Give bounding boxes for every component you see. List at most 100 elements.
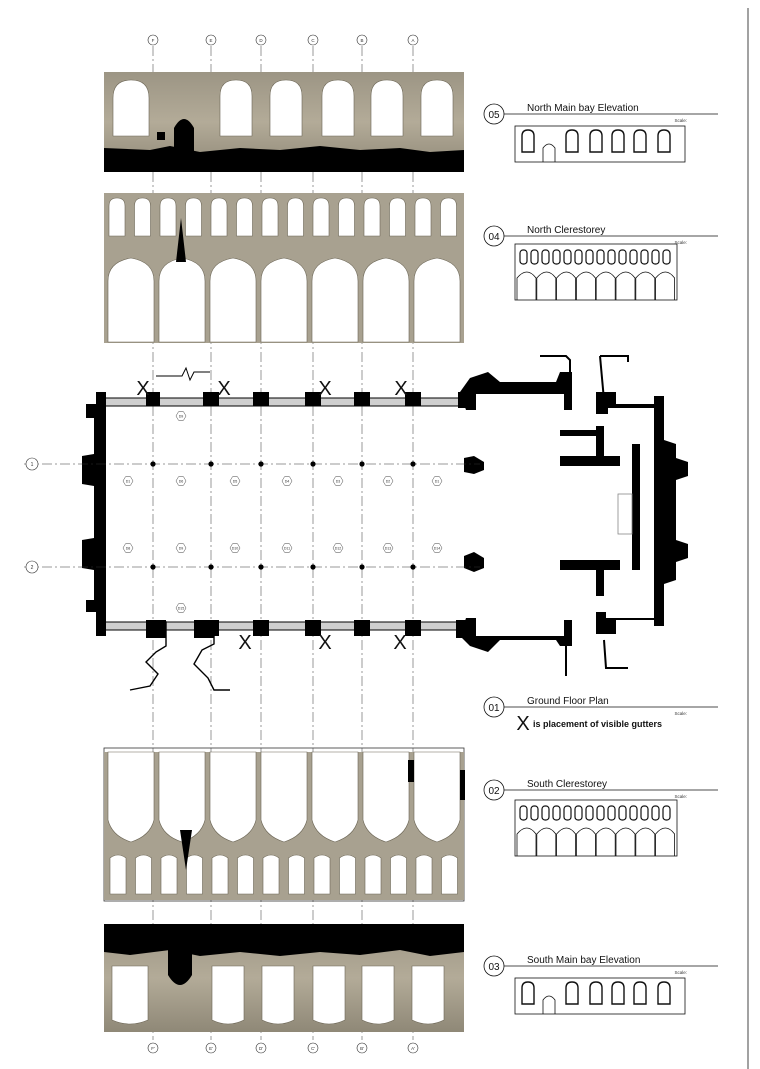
grid-letter: A' bbox=[411, 1046, 415, 1051]
clerestory-window bbox=[339, 854, 356, 895]
bay-tag-label: D8 bbox=[126, 547, 131, 551]
arched-window bbox=[211, 965, 245, 1025]
clerestory-window bbox=[389, 197, 406, 237]
thumb-arch bbox=[536, 271, 557, 300]
clerestory-window bbox=[160, 854, 178, 895]
thumb-window bbox=[552, 249, 561, 265]
pier-south bbox=[405, 620, 421, 636]
clerestory-window bbox=[109, 854, 127, 895]
gutter-legend-mark: X bbox=[516, 713, 529, 735]
thumb-arch bbox=[576, 271, 596, 300]
thumb-window bbox=[633, 981, 647, 1005]
thumb-window bbox=[530, 805, 539, 821]
bay-tag: D9 bbox=[175, 543, 187, 553]
bay-tag: D4 bbox=[281, 476, 293, 486]
grid-bubble-bottom: A' bbox=[407, 1042, 419, 1054]
bay-tag: D14 bbox=[431, 543, 443, 553]
gutter-mark: X bbox=[217, 378, 230, 400]
thumb-window bbox=[565, 981, 579, 1005]
north-main-bay-elevation-photo bbox=[104, 72, 464, 172]
thumb-window bbox=[596, 249, 605, 265]
grid-letter: D' bbox=[259, 1046, 263, 1051]
clerestory-window bbox=[237, 854, 254, 895]
thumb-window bbox=[574, 249, 583, 265]
arched-window bbox=[420, 79, 454, 137]
thumb-window bbox=[640, 805, 649, 821]
grid-bubble-bottom: E' bbox=[205, 1042, 217, 1054]
thumb-window bbox=[657, 129, 671, 153]
thumb-arch bbox=[635, 271, 656, 300]
bay-tag: D5 bbox=[229, 476, 241, 486]
thumb-arch bbox=[615, 271, 636, 300]
column-dot bbox=[258, 564, 264, 570]
view-title: North Main bay Elevation bbox=[527, 103, 639, 114]
clerestory-window bbox=[134, 197, 151, 237]
bay-tag-label: D9 bbox=[179, 415, 184, 419]
nave-arch bbox=[362, 257, 410, 343]
clerestory-window bbox=[135, 854, 152, 895]
thumb-window bbox=[657, 981, 671, 1005]
thumb-window bbox=[519, 249, 528, 265]
thumb-window bbox=[611, 981, 625, 1005]
bay-tag-label: D2 bbox=[386, 480, 391, 484]
nave-arch bbox=[107, 751, 155, 843]
column-dot bbox=[258, 461, 264, 467]
gutter-mark: X bbox=[318, 378, 331, 400]
arched-window bbox=[112, 79, 150, 137]
thumb-window bbox=[565, 129, 579, 153]
grid-letter: D bbox=[259, 38, 263, 43]
arched-window bbox=[312, 965, 346, 1025]
scale-label: Scale: bbox=[674, 118, 687, 123]
pier-north bbox=[354, 392, 370, 406]
clerestory-window bbox=[287, 197, 304, 237]
bay-tag-label: D10 bbox=[232, 547, 239, 551]
thumb-window bbox=[530, 249, 539, 265]
thumb-window bbox=[618, 805, 627, 821]
thumb-window bbox=[541, 805, 550, 821]
thumb-arch bbox=[655, 271, 675, 300]
bay-tag-label: D3 bbox=[336, 480, 341, 484]
bay-tag-label: D13 bbox=[385, 547, 392, 551]
column-dot bbox=[359, 564, 365, 570]
pier-south bbox=[253, 620, 269, 636]
gutter-mark: X bbox=[238, 632, 251, 654]
column-dot bbox=[150, 461, 156, 467]
grid-bubble-top: E bbox=[205, 34, 217, 46]
thumb-window bbox=[521, 129, 535, 153]
thumb-window bbox=[589, 129, 603, 153]
gutter-mark: X bbox=[394, 378, 407, 400]
nave-arch bbox=[413, 751, 461, 843]
thumb-window bbox=[574, 805, 583, 821]
gutter-legend-text: is placement of visible gutters bbox=[533, 719, 662, 729]
grid-letter: C bbox=[311, 38, 315, 43]
clerestory-window bbox=[415, 854, 433, 895]
arched-window bbox=[370, 79, 404, 137]
clerestory-window bbox=[185, 197, 202, 237]
bay-tag: D2 bbox=[382, 476, 394, 486]
thumb-arch bbox=[536, 827, 557, 856]
nave-arch bbox=[107, 257, 155, 343]
bay-tag-label: D14 bbox=[434, 547, 441, 551]
clerestorey-thumbnail bbox=[514, 799, 678, 857]
thumb-arch bbox=[516, 271, 537, 300]
bay-tag: D8 bbox=[122, 543, 134, 553]
bay-tag-label: D11 bbox=[284, 547, 290, 551]
thumb-arch bbox=[615, 827, 636, 856]
bay-tag-label: D1 bbox=[126, 480, 131, 484]
bay-tag: D1 bbox=[431, 476, 443, 486]
thumb-window bbox=[607, 249, 616, 265]
scale-label: Scale: bbox=[674, 970, 687, 975]
arched-window bbox=[269, 79, 303, 137]
column-dot bbox=[150, 564, 156, 570]
grid-letter: F bbox=[152, 38, 155, 43]
pier-north bbox=[146, 392, 160, 406]
bottom-grid-bubbles: F'E'D'C'B'A' bbox=[147, 1042, 419, 1054]
north-main-windows bbox=[112, 79, 454, 137]
gutter-mark: X bbox=[136, 378, 149, 400]
